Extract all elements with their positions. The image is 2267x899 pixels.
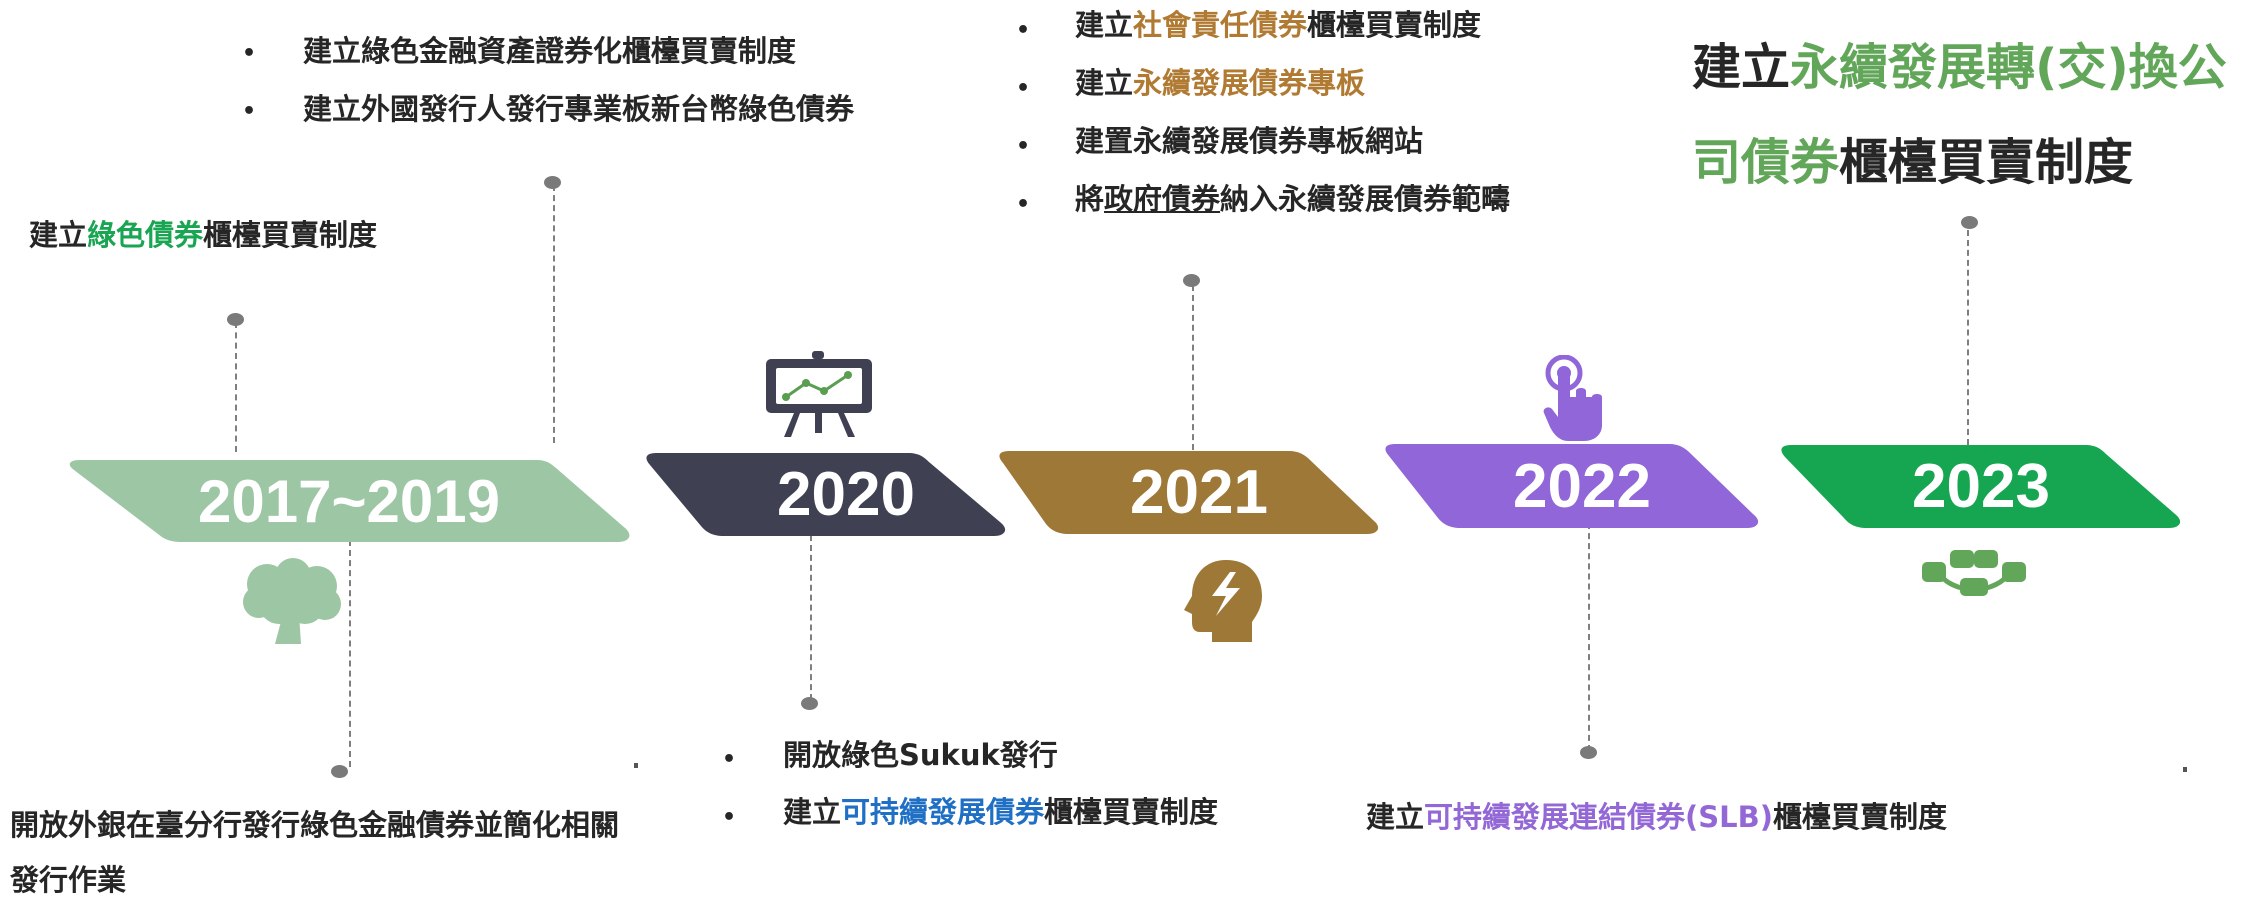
bullet: • <box>1016 134 1031 159</box>
connector-dot <box>331 765 348 778</box>
tree-icon <box>239 558 343 648</box>
note-slb-rule: 建立可持續發展連結債券(SLB)櫃檯買賣制度 <box>1366 800 1948 834</box>
year-band-2021: 2021 <box>997 451 1381 534</box>
note-green-bond-rule: 建立綠色債券櫃檯買賣制度 <box>29 218 378 252</box>
bullet: • <box>242 99 257 124</box>
year-band-2020: 2020 <box>644 453 1008 536</box>
bullet: • <box>1016 18 1031 43</box>
bullet: • <box>722 747 737 772</box>
connector-dot <box>544 176 561 189</box>
year-label: 2022 <box>1513 451 1651 521</box>
item-social-bond-rule: 建立社會責任債券櫃檯買賣制度 <box>1075 8 1482 42</box>
note-foreign-bank-line1: 開放外銀在臺分行發行綠色金融債券並簡化相關 <box>10 808 620 842</box>
bullet: • <box>1016 192 1031 217</box>
stray-mark <box>2183 767 2187 772</box>
year-band-2023: 2023 <box>1779 445 2183 528</box>
item-board-website: 建置永續發展債券專板網站 <box>1075 124 1424 158</box>
connector-2023-upper <box>1967 230 1969 445</box>
item-green-sukuk: 開放綠色Sukuk發行 <box>783 738 1058 772</box>
year-band-2022: 2022 <box>1383 444 1761 528</box>
connector-2017-upper-right <box>553 185 555 443</box>
item-government-bond-scope: 將政府債券納入永續發展債券範疇 <box>1075 182 1511 216</box>
year-label: 2021 <box>1130 458 1268 527</box>
connector-dot <box>227 313 244 326</box>
presentation-chart-icon <box>764 351 874 441</box>
year-band-2017-2019: 2017~2019 <box>66 460 632 542</box>
connector-2022-lower <box>1588 523 1590 751</box>
connector-dot <box>1580 746 1597 759</box>
bullet: • <box>722 805 737 830</box>
year-label: 2023 <box>1912 452 2050 521</box>
bullet: • <box>1016 76 1031 101</box>
head-lightning-icon <box>1182 558 1266 646</box>
year-label: 2020 <box>777 460 915 529</box>
item-foreign-issuer-green-bond: 建立外國發行人發行專業板新台幣綠色債券 <box>303 92 855 126</box>
touch-hand-icon <box>1542 354 1612 445</box>
item-sustainability-bond-rule: 建立可持續發展債券櫃檯買賣制度 <box>783 795 1219 829</box>
connector-2017-lower <box>349 540 351 767</box>
connector-dot <box>801 697 818 710</box>
connector-dot <box>1961 216 1978 229</box>
note-convertible-bond-line2: 司債券櫃檯買賣制度 <box>1692 134 2134 191</box>
item-green-abs-rule: 建立綠色金融資產證券化櫃檯買賣制度 <box>303 34 797 68</box>
connector-dot <box>1183 274 1200 287</box>
note-foreign-bank-line2: 發行作業 <box>10 863 127 897</box>
connector-2017-upper-left <box>235 322 237 452</box>
stray-mark <box>634 763 638 768</box>
note-convertible-bond-line1: 建立永續發展轉(交)換公 <box>1692 39 2227 96</box>
year-label: 2017~2019 <box>198 467 500 535</box>
handshake-icon <box>1922 548 2026 604</box>
item-sustainable-bond-board: 建立永續發展債券專板 <box>1075 66 1366 100</box>
bullet: • <box>242 41 257 66</box>
connector-2021-upper <box>1192 285 1194 450</box>
connector-2020-lower <box>810 535 812 700</box>
